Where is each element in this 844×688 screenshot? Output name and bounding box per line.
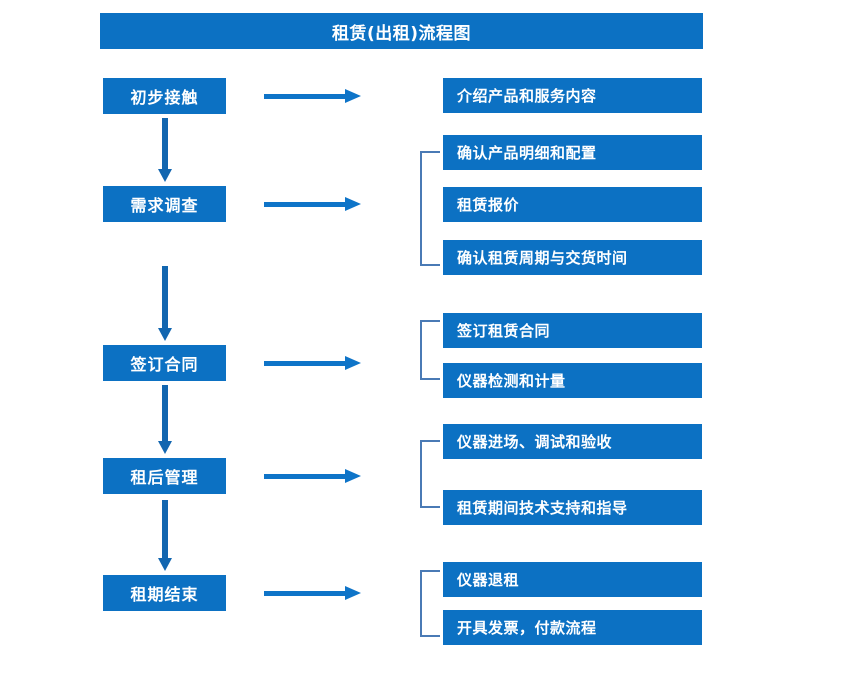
arrow-head [345,586,361,600]
horizontal-arrow-5 [264,586,361,600]
detail-box-introduce-products[interactable]: 介绍产品和服务内容 [443,78,702,113]
arrow-shaft [264,474,346,479]
arrow-shaft [264,591,346,596]
detail-box-invoice-payment[interactable]: 开具发票，付款流程 [443,610,702,645]
vertical-arrow-4 [158,500,172,571]
arrow-head [158,328,172,341]
detail-box-rental-quote[interactable]: 租赁报价 [443,187,702,222]
arrow-head [158,558,172,571]
horizontal-arrow-4 [264,469,361,483]
stage-box-lease-end[interactable]: 租期结束 [103,575,226,611]
detail-box-instrument-return[interactable]: 仪器退租 [443,562,702,597]
stage-box-initial-contact[interactable]: 初步接触 [103,78,226,114]
group-bracket-post-rental [420,440,440,508]
detail-box-technical-support[interactable]: 租赁期间技术支持和指导 [443,490,702,525]
arrow-shaft [162,266,168,328]
arrow-shaft [162,118,168,169]
arrow-shaft [264,202,346,207]
vertical-arrow-2 [158,266,172,341]
arrow-shaft [264,94,346,99]
vertical-arrow-3 [158,385,172,454]
detail-box-confirm-rental-period[interactable]: 确认租赁周期与交货时间 [443,240,702,275]
page-title: 租赁(出租)流程图 [100,13,703,49]
arrow-head [158,169,172,182]
arrow-shaft [162,385,168,441]
horizontal-arrow-3 [264,356,361,370]
horizontal-arrow-2 [264,197,361,211]
arrow-head [345,89,361,103]
stage-box-needs-survey[interactable]: 需求调查 [103,186,226,222]
arrow-shaft [162,500,168,558]
group-bracket-needs-survey [420,151,440,266]
vertical-arrow-1 [158,118,172,182]
detail-box-instrument-inspection[interactable]: 仪器检测和计量 [443,363,702,398]
detail-box-sign-rental-contract[interactable]: 签订租赁合同 [443,313,702,348]
detail-box-confirm-product-specs[interactable]: 确认产品明细和配置 [443,135,702,170]
arrow-shaft [264,361,346,366]
arrow-head [345,197,361,211]
arrow-head [345,356,361,370]
arrow-head [345,469,361,483]
arrow-head [158,441,172,454]
stage-box-sign-contract[interactable]: 签订合同 [103,345,226,381]
horizontal-arrow-1 [264,89,361,103]
detail-box-instrument-entry-commissioning[interactable]: 仪器进场、调试和验收 [443,424,702,459]
group-bracket-lease-end [420,570,440,637]
group-bracket-contract [420,320,440,380]
stage-box-post-rental-management[interactable]: 租后管理 [103,458,226,494]
